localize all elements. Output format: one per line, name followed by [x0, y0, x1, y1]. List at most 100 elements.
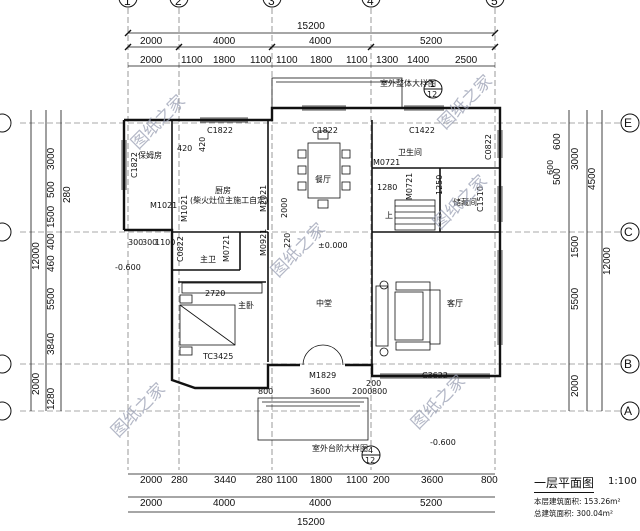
room-kitchen-note: (柴火灶位主施工自定)	[190, 195, 268, 205]
detail-top-number: 1	[430, 80, 435, 89]
right-dim-600: 600	[552, 133, 563, 150]
bottom-dim-3: 3440	[214, 475, 237, 486]
inner-dim-800a: 800	[258, 387, 273, 396]
right-dim-1500: 1500	[570, 235, 581, 258]
left-dim-280: 280	[62, 186, 73, 203]
left-dim-3000: 3000	[46, 147, 57, 170]
outdoor-detail-bottom: 室外台阶大样图	[312, 443, 368, 453]
level-left: -0.600	[115, 263, 141, 272]
top-dimension-lines	[124, 29, 499, 67]
top-sub-dim-4: 1100	[250, 55, 272, 66]
room-master: 主卧	[238, 300, 254, 310]
axis-label-1: 1	[124, 0, 131, 8]
tag-c1822-maid: C1822	[130, 152, 139, 178]
tag-m0921: M0921	[259, 229, 268, 256]
right-dim-4500: 4500	[587, 167, 598, 190]
inner-dim-420a: 420	[177, 144, 192, 153]
inner-dim-2000b: 2000	[352, 387, 372, 396]
plan-title: 一层平面图	[534, 474, 595, 493]
room-storage: 储藏间	[453, 197, 477, 207]
inner-dim-2000: 2000	[280, 198, 289, 218]
inner-dim-800b: 800	[372, 387, 387, 396]
tag-m0721-toilet: M0721	[373, 158, 400, 167]
left-dim-5500: 5500	[46, 287, 57, 310]
level-front: -0.600	[430, 438, 456, 447]
sofa-set	[375, 280, 441, 357]
axis-label-3: 3	[268, 0, 275, 8]
right-dim-2000: 2000	[570, 374, 581, 397]
bottom-dim-6: 1800	[310, 475, 333, 486]
detail-top-sheet: 12	[427, 90, 437, 99]
top-sub-dim-10: 2500	[455, 55, 478, 66]
stair	[394, 199, 436, 231]
top-sub-dim-1: 2000	[140, 55, 163, 66]
left-dim-1500: 1500	[46, 205, 57, 228]
inner-dim-1250: 1250	[435, 175, 444, 195]
right-dim-5500: 5500	[570, 287, 581, 310]
left-total-dim: 12000	[31, 242, 42, 270]
tag-c1822-kitchen: C1822	[207, 126, 233, 135]
inner-dim-3600: 3600	[310, 387, 330, 396]
axis-label-2: 2	[175, 0, 182, 8]
axis-label-4: 4	[367, 0, 374, 8]
axis-label-b: B	[624, 357, 632, 371]
windows	[121, 105, 503, 379]
bottom-sub-dim-2: 4000	[213, 498, 236, 509]
detail-markers	[361, 79, 443, 465]
bottom-dim-4: 280	[256, 475, 273, 486]
axis-label-e: E	[624, 116, 632, 130]
top-dim-3: 4000	[309, 36, 332, 47]
tag-c0822-bath: C0822	[176, 236, 185, 262]
tag-m1021-kitchen: M1021	[180, 195, 189, 222]
top-sub-dim-6: 1800	[310, 55, 333, 66]
total-area: 总建筑面积: 300.04m²	[534, 509, 613, 518]
interior-walls	[171, 120, 500, 376]
top-sub-dim-7: 1100	[346, 55, 368, 66]
right-total-dim: 12000	[602, 247, 613, 275]
bottom-dim-10: 800	[481, 475, 498, 486]
top-sub-dim-8: 1300	[376, 55, 399, 66]
left-dim-460: 460	[46, 255, 57, 272]
right-dimension-lines	[568, 110, 603, 411]
top-dim-1: 2000	[140, 36, 163, 47]
left-dim-labels: 12000 3000 500 280 1500 400 460 5500 384…	[31, 147, 73, 410]
bottom-dim-5: 1100	[276, 475, 298, 486]
detail-bottom-sheet: 12	[365, 456, 375, 465]
top-total-dim: 15200	[297, 21, 325, 32]
right-dim-labels: 3000 1500 5500 2000 12000 4500 600 500	[552, 133, 613, 397]
plan-scale: 1:100	[608, 476, 637, 487]
right-dim-3000: 3000	[570, 147, 581, 170]
room-toilet: 卫生间	[398, 147, 422, 157]
top-sub-dim-2: 1100	[181, 55, 203, 66]
bottom-sub-dim-4: 5200	[420, 498, 443, 509]
inner-dim-420b: 420	[198, 137, 207, 152]
inner-dim-300b: 300	[142, 238, 157, 247]
side-axis-bubbles	[0, 113, 640, 421]
axis-label-a: A	[624, 404, 632, 418]
room-kitchen: 厨房	[215, 185, 231, 195]
bottom-dim-7: 1100	[346, 475, 368, 486]
bottom-sub-dim-3: 4000	[309, 498, 332, 509]
inner-dim-300a: 300	[128, 238, 143, 247]
left-dimension-lines	[30, 110, 62, 411]
watermark-5: 图纸之家	[407, 371, 469, 433]
top-sub-dim-9: 1400	[407, 55, 430, 66]
room-maid: 保姆房	[138, 150, 162, 160]
inner-dim-1100: 1100	[155, 238, 175, 247]
left-dim-2000: 2000	[31, 372, 42, 395]
axis-label-c: C	[624, 225, 633, 239]
watermark-3: 图纸之家	[267, 219, 329, 281]
tag-m2021: M2021	[259, 185, 268, 212]
tag-c1510: C1510	[476, 186, 485, 212]
inner-dim-200: 200	[366, 379, 381, 388]
bottom-sub-dim-1: 2000	[140, 498, 163, 509]
title-block: 一层平面图 1:100 本层建筑面积: 153.26m² 总建筑面积: 300.…	[526, 470, 638, 526]
tag-c1822-dining: C1822	[312, 126, 338, 135]
inner-dim-1280: 1280	[377, 183, 397, 192]
bottom-dimension-lines	[128, 473, 495, 513]
outdoor-detail-top: 室外整体大样图	[380, 78, 436, 88]
inner-dim-600: 600	[546, 160, 555, 175]
top-axis-bubbles	[118, 0, 505, 8]
room-hall: 中堂	[316, 298, 332, 308]
